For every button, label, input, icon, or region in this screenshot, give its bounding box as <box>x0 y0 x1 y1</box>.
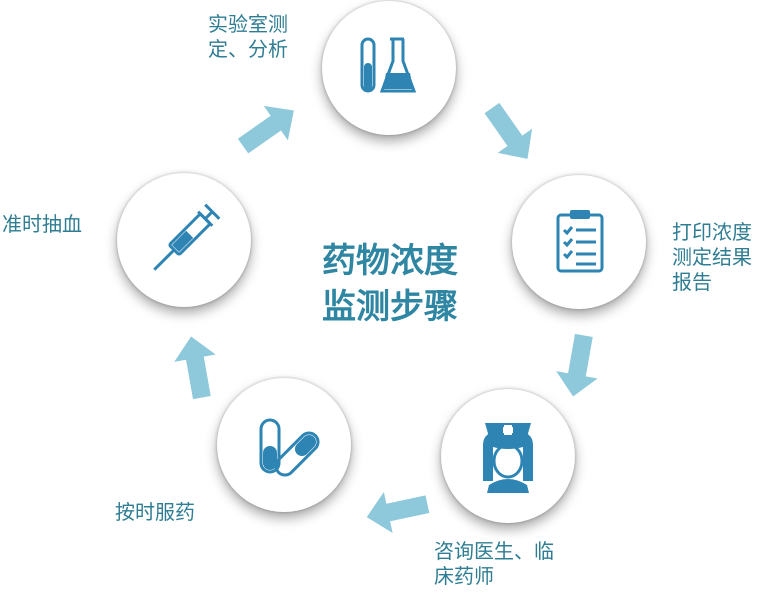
step-label-lab: 实验室测 定、分析 <box>208 12 288 61</box>
step-node-blood <box>117 173 251 307</box>
step-label-consult: 咨询医生、临 床药师 <box>434 539 554 588</box>
clipboard-icon <box>556 210 604 273</box>
step-node-medicine <box>217 378 351 512</box>
step-label-medicine: 按时服药 <box>115 500 195 524</box>
arrow-medicine-to-blood <box>174 336 216 400</box>
step-label-blood: 准时抽血 <box>2 212 82 236</box>
step-node-consult <box>441 389 575 523</box>
nurse-icon <box>483 423 533 493</box>
flask-icon <box>360 37 417 93</box>
syringe-icon <box>153 203 221 271</box>
arrow-consult-to-medicine <box>366 491 430 534</box>
step-node-report <box>512 175 646 309</box>
arrow-blood-to-lab <box>237 105 294 154</box>
step-node-lab <box>322 1 456 135</box>
diagram-title: 药物浓度 监测步骤 <box>322 241 458 327</box>
arrow-report-to-consult <box>556 333 598 397</box>
pill-icon <box>259 418 320 477</box>
step-label-report: 打印浓度 测定结果 报告 <box>672 220 752 294</box>
arrow-lab-to-report <box>484 102 533 159</box>
